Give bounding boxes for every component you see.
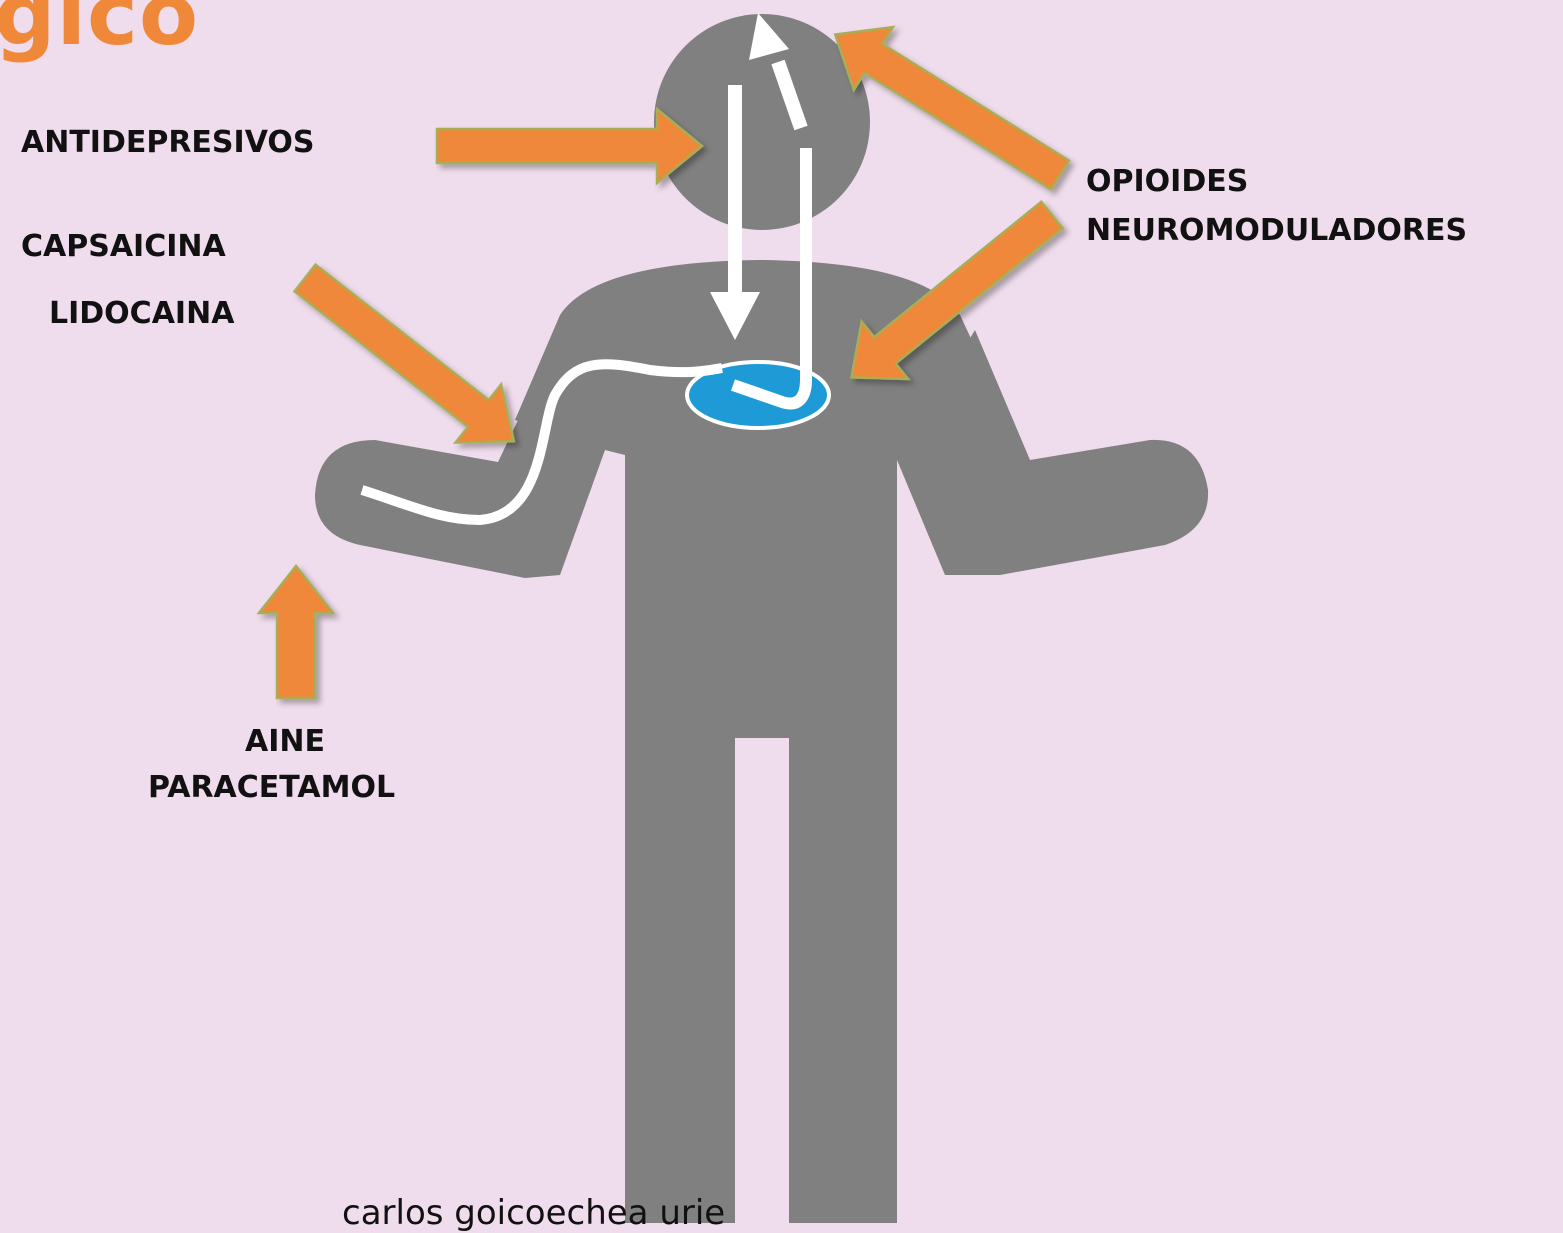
figure-leg-gap <box>735 738 789 1223</box>
label-aine: AINE <box>245 727 325 757</box>
aine-arrow-icon <box>259 566 333 698</box>
label-antidepresivos: ANTIDEPRESIVOS <box>21 128 315 158</box>
label-capsaicina: CAPSAICINA <box>21 232 226 262</box>
capsaicina-arrow-icon <box>282 249 536 470</box>
label-opioides: OPIOIDES <box>1086 167 1248 197</box>
label-paracetamol: PARACETAMOL <box>148 773 395 803</box>
figure-left-arm <box>315 395 605 578</box>
label-lidocaina: LIDOCAINA <box>49 299 234 329</box>
author-footer: carlos goicoechea urie <box>342 1196 725 1230</box>
label-neuromoduladores: NEUROMODULADORES <box>1086 216 1467 246</box>
antidepresivos-arrow-icon <box>437 109 702 183</box>
human-figure <box>315 14 1208 1223</box>
slide-title: gico <box>0 0 199 58</box>
